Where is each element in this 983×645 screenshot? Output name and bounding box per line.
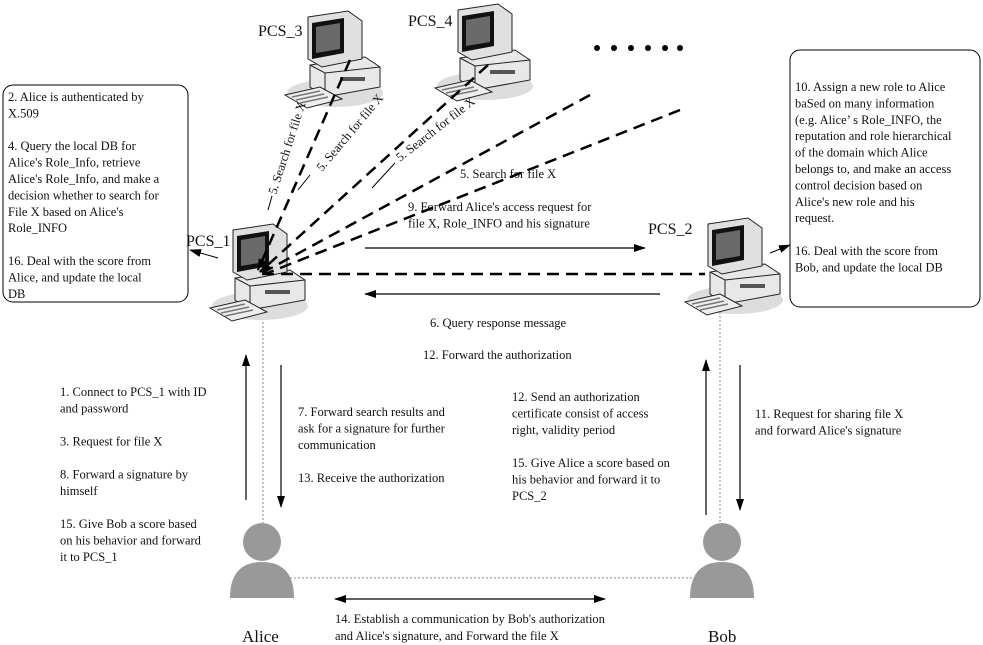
step-forward-request-line: 9. Forward Alice's access request for xyxy=(408,200,592,214)
step-alice-to-pcs1-line: 15. Give Bob a score based xyxy=(60,517,198,531)
step-pcs1-to-alice-line: 13. Receive the authorization xyxy=(298,471,445,485)
step-pcs1-to-alice-line: communication xyxy=(298,438,377,452)
left-box-text-line: Role_INFO xyxy=(8,221,67,235)
left-box-text-line: 16. Deal with the score from xyxy=(8,254,151,268)
step-alice-to-pcs1-line: himself xyxy=(60,484,98,498)
right-box-text-line: 10. Assign a new role to Alice xyxy=(795,80,946,94)
step-search-more: 5. Search for file X xyxy=(393,94,477,164)
left-box-text-line: decision whether to search for xyxy=(8,188,159,202)
step-bob-to-pcs2-line: right, validity period xyxy=(512,423,616,437)
left-box-text-line: DB xyxy=(8,287,25,301)
search-line-more xyxy=(261,93,591,275)
step-bob-to-pcs2-line: his behavior and forward it to xyxy=(512,473,660,487)
step-alice-to-pcs1-line: on his behavior and forward xyxy=(60,534,202,548)
bob-person-icon xyxy=(690,523,754,598)
right-box-text-line: request. xyxy=(795,211,834,225)
step-bob-to-pcs2-line: 12. Send an authorization xyxy=(512,390,640,404)
step-alice-to-pcs1-line: and password xyxy=(60,402,129,416)
left-box-text-line: File X based on Alice's xyxy=(8,205,124,219)
right-box-text-line: control decision based on xyxy=(795,178,923,192)
step-search-pcs2: 5. Search for file X xyxy=(460,167,556,181)
pcs2-computer-icon xyxy=(684,217,784,316)
right-box-text-line: of the domain which Alice xyxy=(795,146,928,160)
step-forward-request-line: file X, Role_INFO and his signature xyxy=(408,217,590,231)
right-box-text-line: Bob, and update the local DB xyxy=(795,260,943,274)
right-box-text-line: reputation and role hierarchical xyxy=(795,129,952,143)
search-line-pcs4 xyxy=(259,64,489,273)
pcs2-label: PCS_2 xyxy=(648,221,692,238)
step-pcs1-to-alice-line: ask for a signature for further xyxy=(298,422,446,436)
left-box-text-line: Alice's Role_Info, retrieve xyxy=(8,156,141,170)
right-box-text-line: 16. Deal with the score from xyxy=(795,244,938,258)
step-pcs2-to-bob-line: 11. Request for sharing file X xyxy=(755,407,903,421)
alice-label: Alice xyxy=(242,627,279,645)
bob-label: Bob xyxy=(708,627,736,645)
pcs4-label: PCS_4 xyxy=(408,13,452,30)
step-alice-to-pcs1-line: 1. Connect to PCS_1 with ID xyxy=(60,385,207,399)
pcs1-notes-box xyxy=(2,84,189,303)
more-nodes-ellipsis xyxy=(594,45,683,51)
step-establish-line: 14. Establish a communication by Bob's a… xyxy=(335,612,606,626)
left-box-text-line: Alice's Role_Info, and make a xyxy=(8,172,160,186)
right-box-text-line: belongs to, and make an access xyxy=(795,162,951,176)
step-search-pcs3: 5. Search for file X xyxy=(266,100,309,196)
right-box-text-line: Alice's new role and his xyxy=(795,195,915,209)
search-line-pcs3 xyxy=(256,59,352,271)
left-box-text-line: X.509 xyxy=(8,106,39,120)
step-pcs1-to-alice-line: 7. Forward search results and xyxy=(298,405,446,419)
step-forward-authorization: 12. Forward the authorization xyxy=(423,348,572,362)
right-box-text-line: baSed on many information xyxy=(795,96,935,110)
pcs3-label: PCS_3 xyxy=(258,23,302,40)
step-pcs2-to-bob-line: and forward Alice's signature xyxy=(755,424,902,438)
step-bob-to-pcs2-line: 15. Give Alice a score based on xyxy=(512,456,671,470)
step-alice-to-pcs1-line: 3. Request for file X xyxy=(60,435,162,449)
pcs1-label: PCS_1 xyxy=(186,233,230,250)
search-line-pcs2-diag xyxy=(264,108,681,276)
step-bob-to-pcs2-line: PCS_2 xyxy=(512,489,547,503)
pcs2-notes-box xyxy=(789,49,981,308)
step-alice-to-pcs1-line: 8. Forward a signature by xyxy=(60,468,189,482)
step-bob-to-pcs2-line: certificate consist of access xyxy=(512,407,649,421)
left-box-text-line: 2. Alice is authenticated by xyxy=(8,90,144,104)
left-box-text-line: 4. Query the local DB for xyxy=(8,139,137,153)
step-query-response: 6. Query response message xyxy=(430,316,567,330)
left-box-text-line: Alice, and update the local xyxy=(8,270,142,284)
right-box-text-line: (e.g. Alice’ s Role_INFO, the xyxy=(795,113,942,127)
alice-person-icon xyxy=(230,523,294,598)
step-establish-line: and Alice's signature, and Forward the f… xyxy=(335,629,559,643)
step-alice-to-pcs1-line: it to PCS_1 xyxy=(60,550,118,564)
